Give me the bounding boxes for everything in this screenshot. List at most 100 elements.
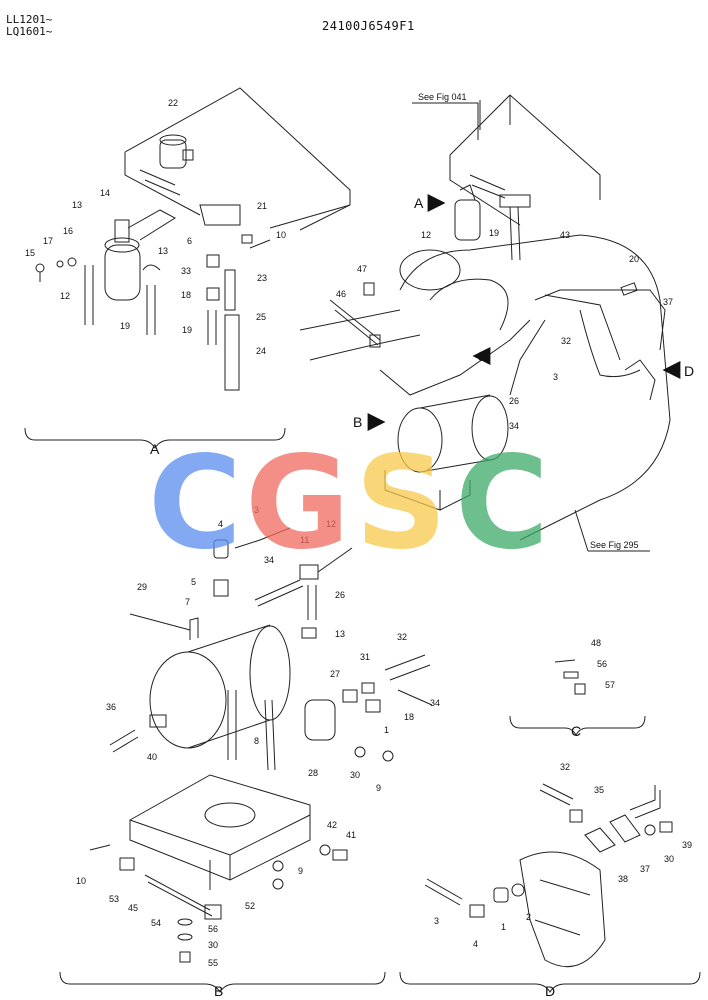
callout: 3 (553, 372, 558, 382)
callout: 4 (218, 519, 223, 529)
watermark-letter: C (455, 429, 549, 578)
watermark-letter: G (245, 429, 351, 578)
view-marker-a: A (414, 195, 424, 211)
callout: 34 (264, 555, 274, 565)
section-bracket-d (399, 971, 701, 993)
view-marker-c: C (477, 348, 487, 364)
callout: 9 (376, 783, 381, 793)
callout: 56 (597, 659, 607, 669)
callout: 38 (618, 874, 628, 884)
callout: 35 (594, 785, 604, 795)
view-markers: A B C D (353, 195, 694, 430)
section-bracket-a (24, 427, 286, 449)
callout: 10 (276, 230, 286, 240)
callout: 6 (187, 236, 192, 246)
callout: 25 (256, 312, 266, 322)
callout: 13 (335, 629, 345, 639)
callout: 19 (120, 321, 130, 331)
callout: 24 (256, 346, 266, 356)
callout: 23 (257, 273, 267, 283)
main-assembly (299, 94, 671, 541)
callout: 28 (308, 768, 318, 778)
callout: 34 (509, 421, 519, 431)
callout: 7 (185, 597, 190, 607)
view-a-callouts: 22 14 13 16 17 15 12 19 13 21 10 6 33 18… (25, 98, 286, 356)
figure-references: See Fig 041 See Fig 295 (418, 92, 639, 550)
serial-line-2: LQ1601~ (6, 25, 53, 38)
callout: 9 (298, 866, 303, 876)
callout: 1 (384, 725, 389, 735)
callout: 2 (526, 912, 531, 922)
callout: 19 (182, 325, 192, 335)
callout: 56 (208, 924, 218, 934)
callout: 30 (208, 940, 218, 950)
callout: 14 (100, 188, 110, 198)
callout: 12 (421, 230, 431, 240)
fig-ref-lines (412, 102, 650, 552)
callout: 8 (254, 736, 259, 746)
callout: 15 (25, 248, 35, 258)
detail-view-b (89, 527, 433, 963)
callout: 12 (60, 291, 70, 301)
document-number: 24100J6549F1 (322, 19, 415, 33)
callout: 3 (434, 916, 439, 926)
callout: 32 (560, 762, 570, 772)
section-label-c: C (571, 723, 581, 739)
view-marker-d: D (684, 363, 694, 379)
callout: 53 (109, 894, 119, 904)
callout: 30 (350, 770, 360, 780)
callout: 40 (147, 752, 157, 762)
callout: 16 (63, 226, 73, 236)
callout: 37 (640, 864, 650, 874)
callout: 32 (561, 336, 571, 346)
callout: 13 (158, 246, 168, 256)
view-arrows (367, 194, 681, 431)
serial-line-1: LL1201~ (6, 13, 53, 26)
callout: 45 (128, 903, 138, 913)
callout: 52 (245, 901, 255, 911)
model-serial-range: LL1201~ LQ1601~ (6, 14, 52, 38)
section-label-d: D (545, 983, 555, 999)
callout: 37 (663, 297, 673, 307)
callout: 1 (501, 922, 506, 932)
callout: 34 (430, 698, 440, 708)
callout: 42 (327, 820, 337, 830)
callout: 26 (335, 590, 345, 600)
section-label-a: A (150, 441, 160, 457)
callout: 43 (560, 230, 570, 240)
detail-view-c (554, 659, 586, 695)
callout: 55 (208, 958, 218, 968)
callout: 3 (254, 505, 259, 515)
callout: 39 (682, 840, 692, 850)
callout: 4 (473, 939, 478, 949)
callout: 54 (151, 918, 161, 928)
fig-ref-295: See Fig 295 (590, 540, 639, 550)
callout: 48 (591, 638, 601, 648)
callout: 27 (330, 669, 340, 679)
callout: 36 (106, 702, 116, 712)
view-c-callouts: 48 56 57 (591, 638, 615, 690)
callout: 32 (397, 632, 407, 642)
callout: 33 (181, 266, 191, 276)
callout: 46 (336, 289, 346, 299)
callout: 47 (357, 264, 367, 274)
callout: 18 (181, 290, 191, 300)
callout: 22 (168, 98, 178, 108)
view-b-callouts: 4 3 12 11 34 26 29 5 7 13 32 27 31 36 8 … (76, 505, 440, 968)
callout: 29 (137, 582, 147, 592)
fig-ref-041: See Fig 041 (418, 92, 467, 102)
callout: 57 (605, 680, 615, 690)
callout: 5 (191, 577, 196, 587)
callout: 18 (404, 712, 414, 722)
callout: 17 (43, 236, 53, 246)
callout: 26 (509, 396, 519, 406)
watermark-letter: C (148, 429, 242, 578)
callout: 31 (360, 652, 370, 662)
view-marker-b: B (353, 414, 362, 430)
callout: 10 (76, 876, 86, 886)
section-label-b: B (214, 983, 223, 999)
watermark-letter: S (355, 429, 448, 578)
detail-view-a (35, 87, 351, 391)
callout: 21 (257, 201, 267, 211)
